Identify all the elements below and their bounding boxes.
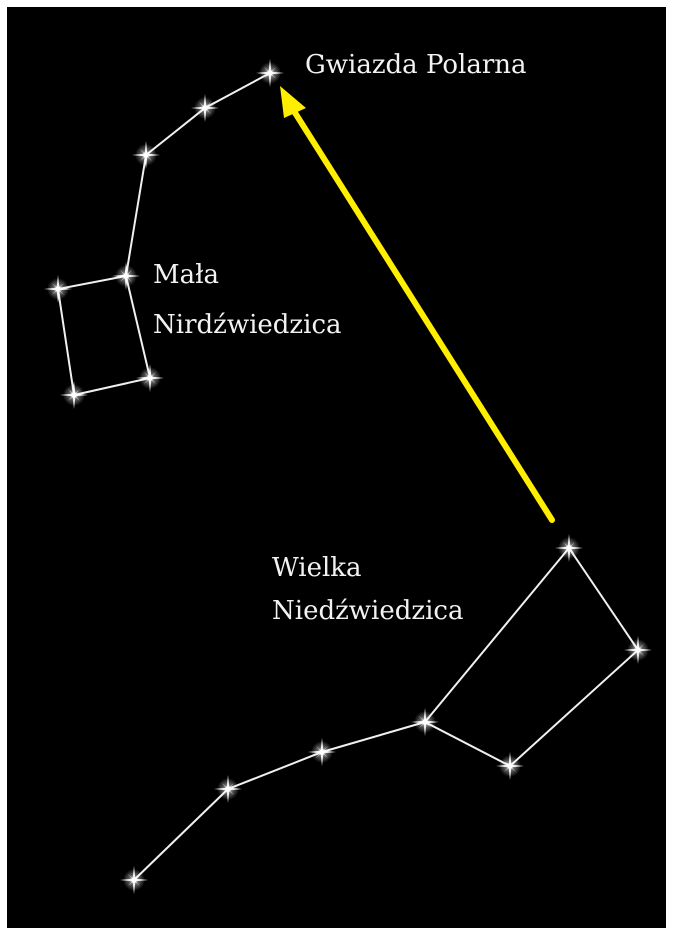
- little-dipper-label-line1: Mała: [153, 260, 219, 290]
- night-sky: Gwiazda Polarna Mała Nirdźwiedzica Wielk…: [7, 7, 666, 928]
- sky-background: [7, 7, 666, 928]
- polaris-label: Gwiazda Polarna: [305, 50, 527, 80]
- big-dipper-label-line1: Wielka: [272, 553, 362, 583]
- big-dipper-label-line2: Niedźwiedzica: [272, 596, 463, 626]
- little-dipper-label-line2: Nirdźwiedzica: [153, 310, 342, 340]
